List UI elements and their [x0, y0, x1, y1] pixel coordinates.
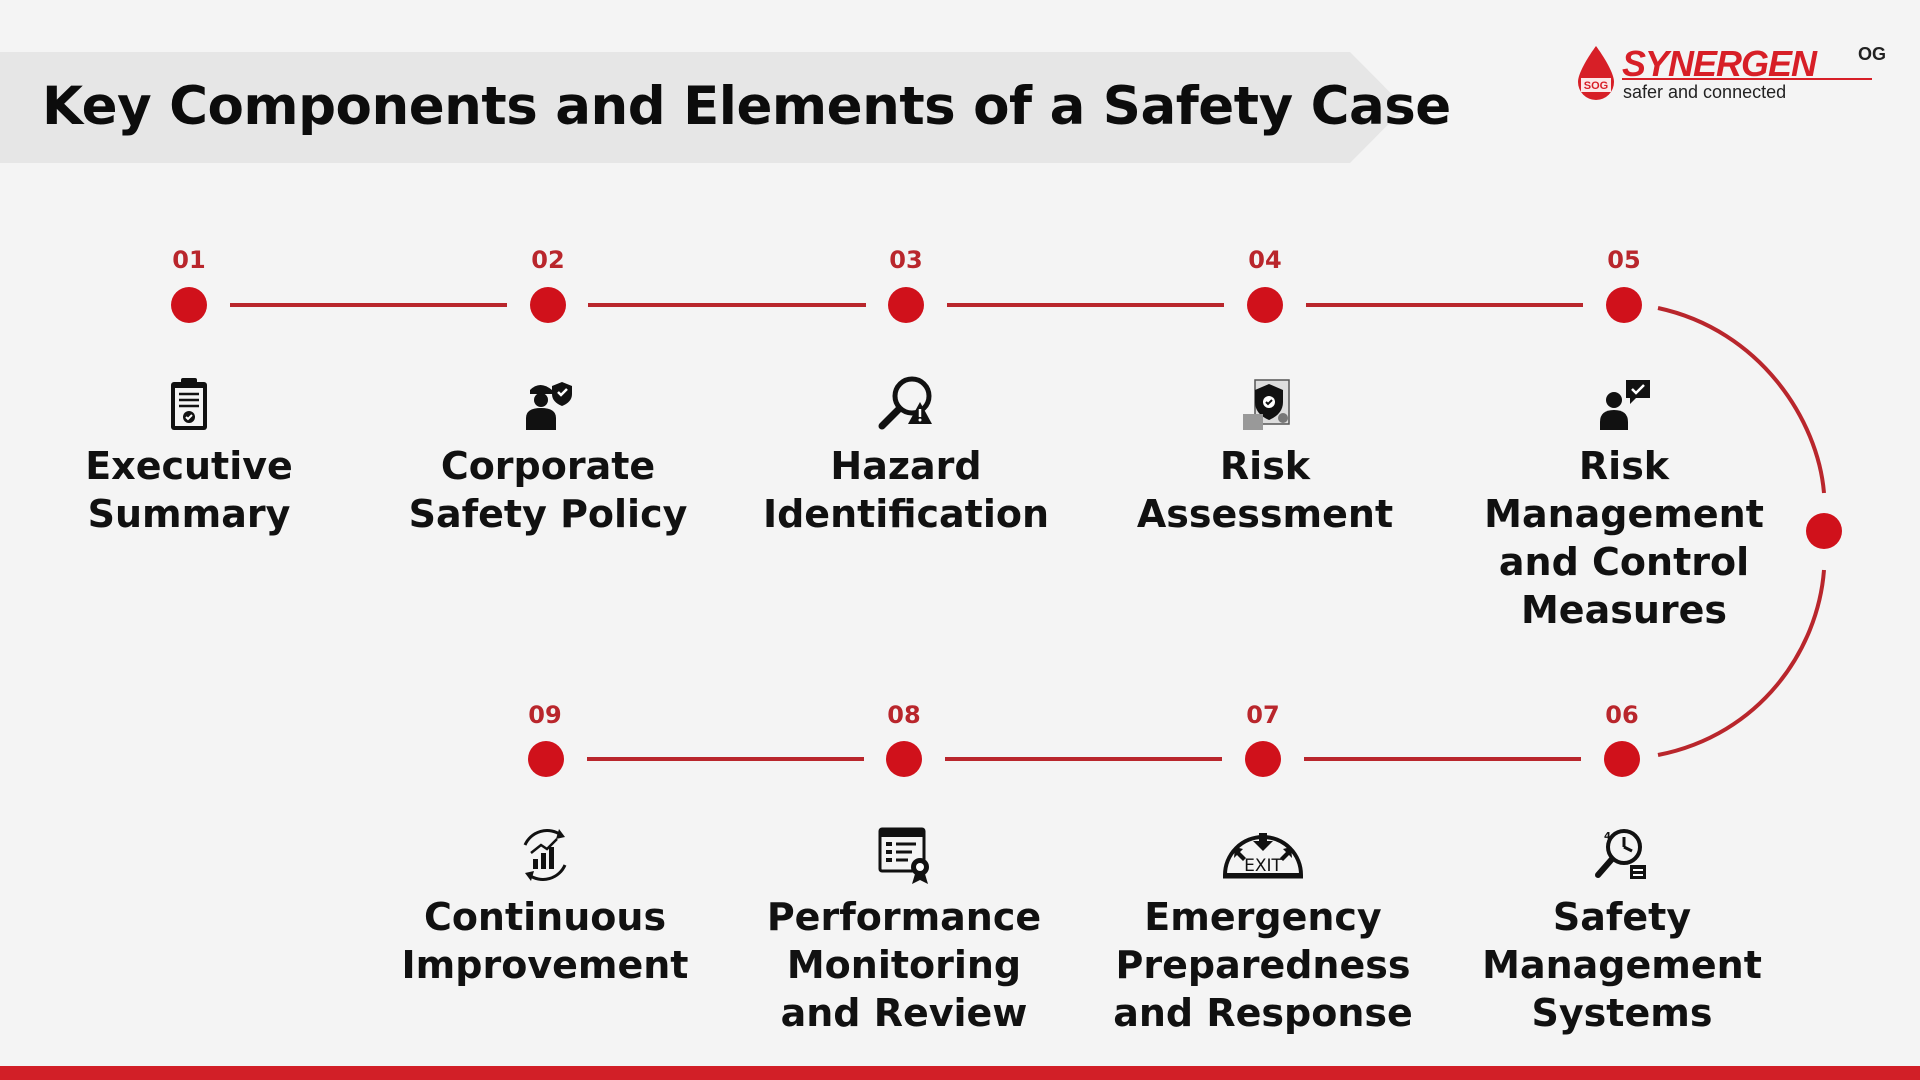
step-dot	[171, 287, 207, 323]
footer-accent-bar	[0, 1066, 1920, 1080]
step-09: 09 Continuous Improvement	[385, 699, 705, 989]
step-number: 01	[172, 246, 206, 274]
step-07: 07 EXIT Emergency Preparedness and Respo…	[1103, 699, 1423, 1037]
step-dot	[888, 287, 924, 323]
step-label: Continuous Improvement	[401, 895, 689, 987]
step-label: Executive Summary	[85, 444, 293, 536]
step-02: 02 Corporate Safety Policy	[388, 244, 708, 538]
step-label: Emergency Preparedness and Response	[1113, 895, 1413, 1035]
step-number: 04	[1248, 246, 1282, 274]
logo-underline	[1622, 78, 1872, 80]
report-award-icon	[878, 827, 929, 884]
logo-superscript: OG	[1858, 44, 1887, 64]
worker-shield-icon	[526, 382, 572, 430]
logo-wordmark: SYNERGEN	[1622, 43, 1817, 84]
step-number: 07	[1246, 701, 1280, 729]
step-label: Corporate Safety Policy	[408, 444, 688, 536]
step-dot	[886, 741, 922, 777]
step-label: Safety Management Systems	[1482, 895, 1762, 1035]
step-05: 05 Risk Management and Control Measures	[1464, 244, 1784, 634]
midpoint-dot	[1806, 513, 1842, 549]
step-dot	[1245, 741, 1281, 777]
svg-text:SOG: SOG	[1584, 80, 1608, 92]
step-01: 01 Executive Summary	[29, 244, 349, 538]
step-number: 08	[887, 701, 921, 729]
step-number: 09	[528, 701, 562, 729]
connector-arc	[1657, 306, 1826, 494]
growth-cycle-icon	[523, 829, 567, 881]
step-number: 02	[531, 246, 565, 274]
clipboard-icon	[171, 378, 207, 430]
logo-tagline: safer and connected	[1623, 82, 1787, 102]
magnifier-warning-icon	[878, 376, 932, 430]
svg-text:EXIT: EXIT	[1244, 856, 1282, 876]
page-title: Key Components and Elements of a Safety …	[42, 76, 1451, 137]
exit-sign-icon: EXIT	[1222, 833, 1304, 879]
connector-arc	[1657, 569, 1826, 757]
company-logo: SOG SYNERGEN OG safer and connected	[1575, 44, 1895, 108]
shield-document-icon	[1243, 379, 1290, 430]
step-number: 06	[1605, 701, 1639, 729]
step-label: Hazard Identification	[762, 444, 1050, 536]
step-number: 03	[889, 246, 923, 274]
step-label: Risk Assessment	[1136, 444, 1394, 536]
step-label: Performance Monitoring and Review	[766, 895, 1042, 1035]
step-04: 04 Risk Assessment	[1105, 244, 1425, 538]
droplet-logo-icon: SOG	[1578, 46, 1614, 100]
step-dot	[1247, 287, 1283, 323]
step-03: 03 Hazard Identification	[746, 244, 1066, 538]
step-number: 05	[1607, 246, 1641, 274]
step-dot	[1606, 287, 1642, 323]
title-banner	[0, 52, 1405, 163]
person-checkmark-icon	[1600, 380, 1650, 430]
step-dot	[1604, 741, 1640, 777]
step-08: 08 Performance Monitoring and Review	[744, 699, 1064, 1037]
magnifier-clock-icon: 4	[1595, 829, 1646, 879]
step-dot	[530, 287, 566, 323]
svg-text:4: 4	[1604, 831, 1611, 842]
step-06: 06 4 Safety Management Systems	[1462, 699, 1782, 1037]
step-label: Risk Management and Control Measures	[1484, 444, 1764, 632]
step-dot	[528, 741, 564, 777]
